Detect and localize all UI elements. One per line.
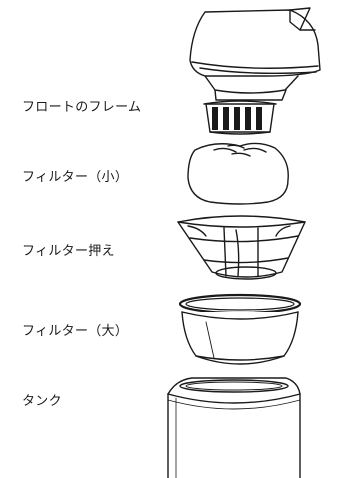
label-filter-large: フィルター（大） (22, 324, 129, 339)
label-float-frame: フロートのフレーム (22, 100, 142, 115)
float-housing (189, 7, 321, 101)
filter-holder-basket (177, 215, 306, 280)
label-tank: タンク (22, 394, 62, 409)
label-filter-holder: フィルター押え (22, 244, 115, 259)
small-filter-sponge (187, 142, 289, 205)
label-filter-small: フィルター（小） (22, 170, 129, 185)
float-frame-grille (203, 100, 277, 135)
large-filter-bowl (178, 293, 302, 365)
tank (167, 377, 301, 478)
